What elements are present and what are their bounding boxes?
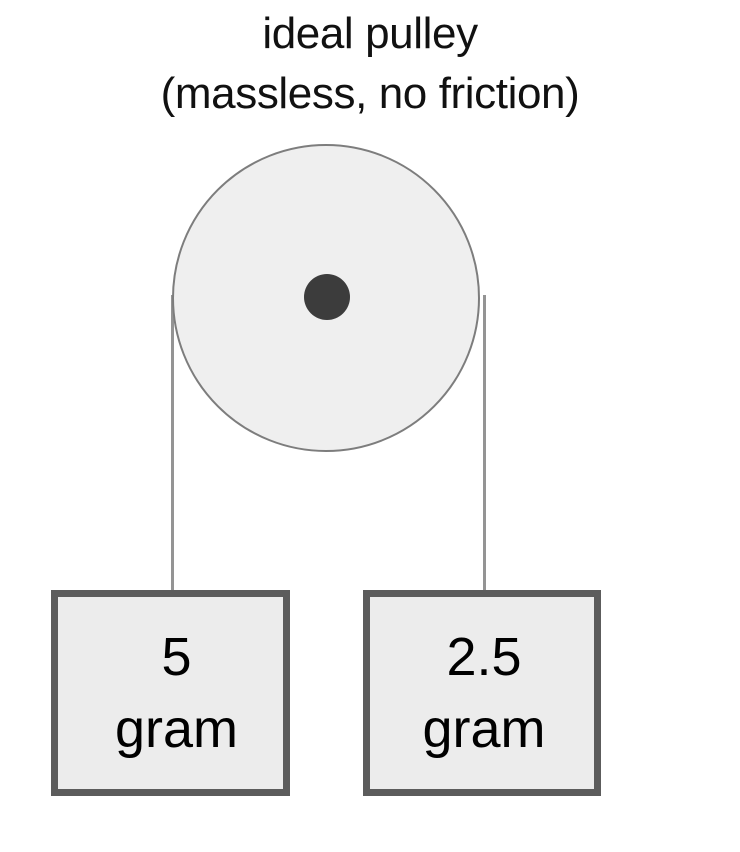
block-right-mass-value: 2.5 bbox=[446, 627, 522, 687]
block-right-mass-unit: gram bbox=[422, 699, 546, 759]
pulley-axle-hub bbox=[304, 274, 350, 320]
hanging-block-right: 2.5 gram bbox=[363, 590, 601, 796]
block-left-mass-value: 5 bbox=[161, 627, 192, 687]
hanging-block-left: 5 gram bbox=[51, 590, 290, 796]
rope-left bbox=[171, 295, 174, 592]
diagram-caption-line-2: (massless, no friction) bbox=[160, 69, 580, 118]
block-left-mass-unit: gram bbox=[114, 699, 239, 759]
rope-right bbox=[483, 295, 486, 592]
diagram-caption-line-1: ideal pulley bbox=[262, 9, 478, 58]
